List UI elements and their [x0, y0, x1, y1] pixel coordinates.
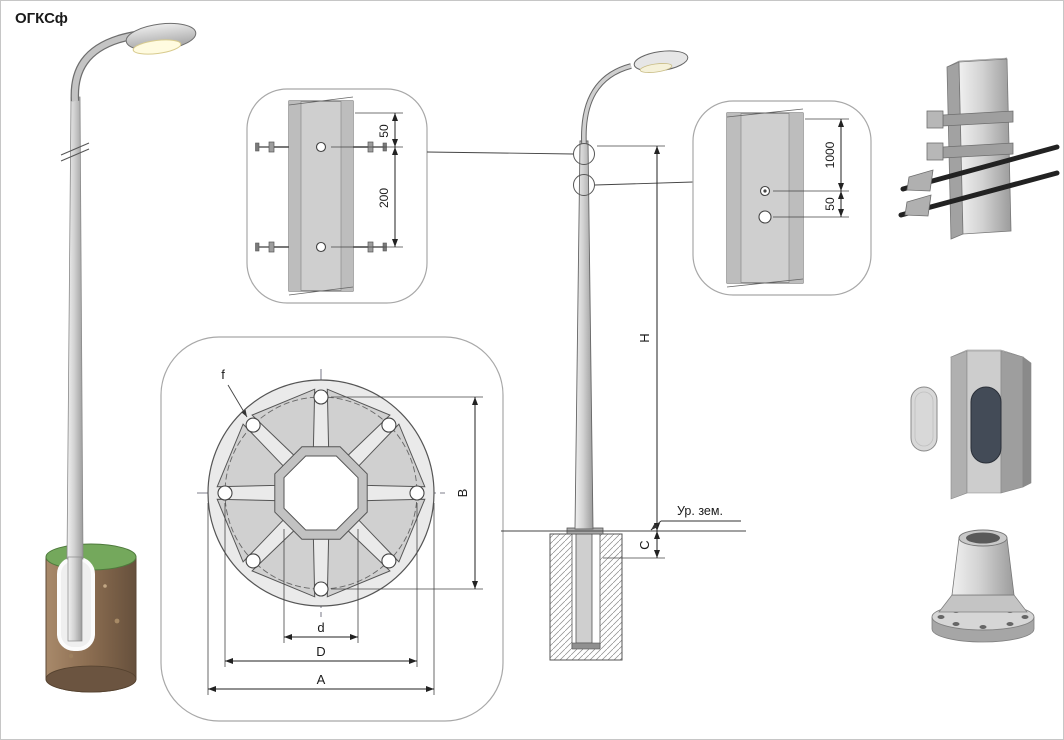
flange-bolt-hole [952, 622, 960, 626]
pole-embedded-shank [575, 533, 593, 644]
callout-leader-left [426, 151, 574, 155]
break-mark [726, 278, 804, 288]
door-cover-inner-line [914, 391, 934, 447]
base-bell-flare [938, 594, 1028, 613]
flange-bolt-hole [937, 615, 945, 619]
break-mark [60, 142, 90, 156]
lamp-lens [132, 39, 182, 55]
channel-plug [571, 642, 601, 650]
pole-elevation [574, 140, 594, 530]
ground-level-label: Ур. зем. [677, 504, 723, 518]
rod-cone-fitting-upper [906, 169, 934, 192]
dim-label-C: C [637, 540, 652, 549]
detail-marker-circle-upper [573, 143, 595, 165]
pole-edge-facet [789, 113, 803, 283]
flange-bolt-hole [409, 485, 425, 501]
flange-gussets [216, 388, 426, 598]
rod-cone-fitting-lower [904, 194, 932, 217]
flange-bolt-hole [245, 553, 261, 569]
break-mark [288, 286, 354, 296]
dim-label-B: B [455, 489, 470, 498]
shank-hollow [966, 532, 1000, 544]
clamp-block-lower [926, 142, 944, 161]
soil-speckle [114, 618, 120, 624]
pole-embedded-part [67, 556, 83, 642]
soil-speckle [103, 584, 107, 588]
pole-top-detail-callout: 50 200 [246, 88, 428, 304]
clamp-assembly-3d-render [898, 57, 1060, 240]
dim-label-200: 200 [377, 188, 391, 208]
hole-diameter-label: f [221, 367, 225, 382]
base-shank [951, 537, 1015, 596]
pole-right-facet [1000, 350, 1024, 494]
soil-speckle [68, 653, 74, 659]
bracket-arm [582, 64, 632, 145]
pole-edge-facet [341, 101, 353, 291]
dim-label-d: d [317, 620, 324, 635]
flange-center-octagon [274, 446, 368, 540]
clamp-block-upper [926, 110, 944, 129]
flange-bolt-hole [217, 485, 233, 501]
foundation-bottom [45, 665, 137, 693]
break-mark [288, 96, 354, 106]
ground-level-arrow [650, 520, 662, 531]
flange-bolt-hole [1006, 622, 1014, 626]
dim-label-D: D [316, 644, 325, 659]
detail-marker-circle-lower [573, 174, 595, 196]
pole-left-facet [950, 350, 968, 500]
pole-far-facet [1022, 356, 1032, 488]
access-door-3d-render [910, 349, 1032, 500]
callout-leader-right [594, 181, 694, 186]
dim-label-50: 50 [823, 197, 837, 211]
drawing-title: ОГКСф [15, 10, 68, 27]
dim-label-A: A [317, 672, 326, 687]
bolt-center [763, 189, 767, 193]
pole-elevation-drawing: H C Ур. зем. [426, 50, 746, 661]
flange-base-3d-render [931, 529, 1035, 643]
dim-label-1000: 1000 [823, 141, 837, 168]
pole-edge-facet [727, 113, 741, 283]
door-opening [970, 386, 1002, 464]
pole-edge-facet [289, 101, 301, 291]
dim-label-50: 50 [377, 124, 391, 138]
flange-bolt-hole [1021, 615, 1029, 619]
dim-label-H: H [637, 333, 652, 342]
flange-bolt-hole [313, 389, 329, 405]
street-light-3d-render [45, 22, 197, 693]
break-mark [726, 108, 804, 118]
flange-bolt-hole [313, 581, 329, 597]
flange-bolt-hole [979, 625, 987, 629]
bracket-mount-detail-callout: 1000 50 [692, 100, 872, 296]
mount-hole [315, 241, 327, 253]
mount-hole [315, 141, 327, 153]
door-cover [910, 386, 938, 452]
flange-plan-detail-callout: f B d D A [160, 336, 504, 722]
pole-cross-section-octagon [283, 455, 359, 531]
flange-bolt-holes [217, 389, 425, 597]
bracket-hole [758, 210, 772, 224]
flange-bolt-hole [381, 417, 397, 433]
luminaire-lens [639, 63, 673, 73]
flange-bolt-hole [245, 417, 261, 433]
break-mark [60, 148, 90, 162]
pole-shaft [66, 96, 84, 560]
flange-bolt-hole [381, 553, 397, 569]
leader-line-f [227, 384, 248, 418]
